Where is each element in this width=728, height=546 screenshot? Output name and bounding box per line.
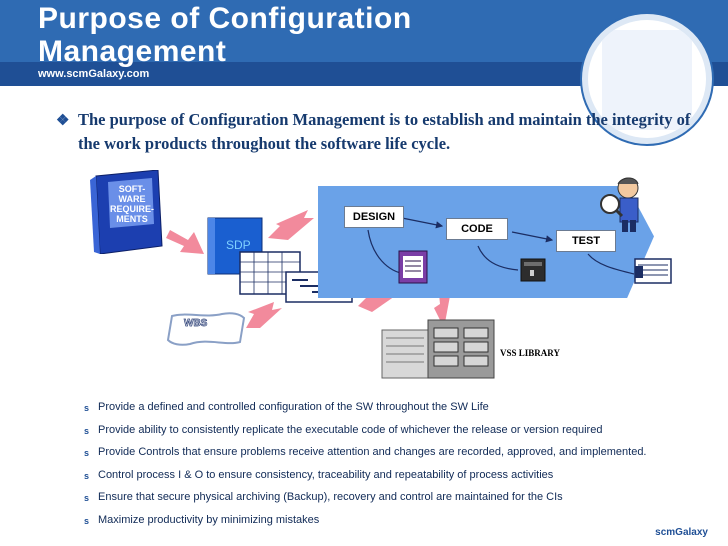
diamond-bullet-icon: ❖	[56, 109, 69, 133]
code-box: CODE	[446, 218, 508, 240]
bullet-mark-icon: s	[84, 489, 89, 507]
vss-library-server-icon	[380, 318, 500, 380]
software-requirements-label: SOFT-WARE REQUIRE-MENTS	[108, 184, 156, 224]
list-item: s Provide ability to consistently replica…	[84, 421, 724, 444]
design-box: DESIGN	[344, 206, 404, 228]
test-report-icon	[634, 258, 672, 284]
inspector-magnifier-icon	[598, 174, 660, 236]
bullet-mark-icon: s	[84, 399, 89, 417]
list-item-text: Control process I & O to ensure consiste…	[98, 469, 553, 481]
list-item: s Ensure that secure physical archiving (…	[84, 488, 724, 511]
list-item: s Control process I & O to ensure consist…	[84, 466, 724, 489]
list-item-text: Provide a defined and controlled configu…	[98, 401, 489, 413]
code-terminal-icon	[520, 258, 546, 282]
intro-paragraph: ❖ The purpose of Configuration Managemen…	[78, 108, 698, 156]
bullet-mark-icon: s	[84, 512, 89, 530]
list-item-text: Provide Controls that ensure problems re…	[98, 446, 647, 458]
footer-brand: scmGalaxy	[655, 527, 708, 538]
intro-text: The purpose of Configuration Management …	[78, 110, 690, 153]
list-item: s Provide Controls that ensure problems r…	[84, 443, 724, 466]
list-item-text: Maximize productivity by minimizing mist…	[98, 514, 319, 526]
bullet-mark-icon: s	[84, 467, 89, 485]
purpose-bullet-list: s Provide a defined and controlled config…	[84, 398, 724, 534]
list-item-text: Ensure that secure physical archiving (B…	[98, 491, 563, 503]
bullet-mark-icon: s	[84, 444, 89, 462]
list-item: s Provide a defined and controlled config…	[84, 398, 724, 421]
vss-library-label: VSS LIBRARY	[500, 348, 560, 358]
design-document-icon	[398, 250, 428, 284]
site-url: www.scmGalaxy.com	[38, 68, 149, 80]
list-item-text: Provide ability to consistently replicat…	[98, 424, 602, 436]
bullet-mark-icon: s	[84, 422, 89, 440]
list-item: s Maximize productivity by minimizing mis…	[84, 511, 724, 534]
page-title: Purpose of Configuration Management	[38, 2, 558, 68]
